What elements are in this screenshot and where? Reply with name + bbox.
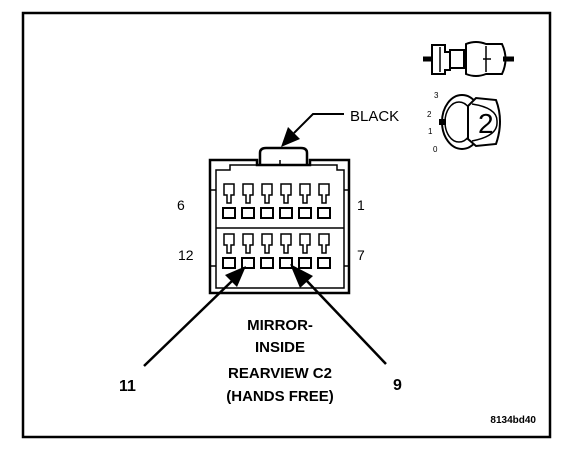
connector-title: MIRROR- INSIDE REARVIEW C2 (HANDS FREE) [226,317,334,405]
cavity-pin-9 [279,233,293,269]
position-number-1: 1 [428,127,433,136]
callout-11-arrowhead [225,266,246,287]
pin-label-12: 12 [178,247,194,263]
mated-connector-icon [423,41,514,77]
cavity-pin-7 [317,233,331,269]
pin-label-1: 1 [357,197,365,213]
connector-cavities [222,183,331,269]
pin-label-7: 7 [357,247,365,263]
title-line-1: MIRROR- [247,317,313,334]
color-label-leader [293,113,344,134]
cavity-pin-12 [222,233,236,269]
cavity-pin-6 [222,183,236,219]
cavity-pin-5 [241,183,255,219]
title-line-3: REARVIEW C2 [228,365,332,382]
cavity-pin-11 [241,233,255,269]
title-line-4: (HANDS FREE) [226,388,334,405]
position-number-2: 2 [427,110,432,119]
callout-9-leader [305,279,387,365]
connector-body [208,146,351,295]
callout-11-leader [143,280,233,367]
pin-label-6: 6 [177,197,185,213]
cavity-pin-2 [298,183,312,219]
callout-9-arrowhead [290,264,313,288]
connector-number-badge: 2 [439,94,501,150]
position-number-3: 3 [434,91,439,100]
diagram-frame [21,11,552,439]
cavity-pin-4 [260,183,274,219]
figure-code: 8134bd40 [490,415,536,426]
cavity-pin-8 [298,233,312,269]
callout-11-label: 11 [119,378,136,395]
callout-9-label: 9 [393,377,402,394]
color-label-arrowhead [281,127,300,147]
badge-number: 2 [478,108,494,139]
cavity-pin-3 [279,183,293,219]
connector-color-label: BLACK [350,108,399,125]
position-number-0: 0 [433,145,438,154]
cavity-pin-1 [317,183,331,219]
title-line-2: INSIDE [255,339,305,356]
cavity-pin-10 [260,233,274,269]
connector-type-icon: 3 2 1 0 2 [423,41,514,154]
